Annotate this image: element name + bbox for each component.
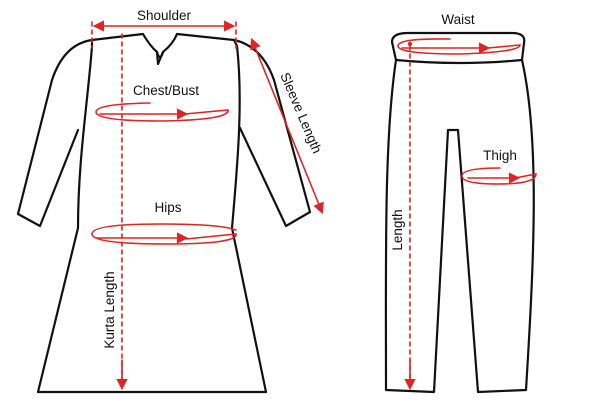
thigh-loop [461, 167, 537, 185]
shoulder-label: Shoulder [137, 8, 192, 23]
length-label: Length [390, 209, 405, 250]
hips-loop [91, 223, 237, 245]
chest-loop [95, 102, 229, 122]
kurta-length-label: Kurta Length [102, 271, 117, 348]
thigh-label: Thigh [483, 148, 517, 163]
waist-loop [397, 38, 521, 55]
pants-outline [384, 31, 535, 394]
kurta-measurements [91, 20, 324, 391]
sleeve-length-label: Sleeve Length [277, 70, 325, 155]
pants-measurements [397, 38, 537, 391]
hips-label: Hips [154, 200, 181, 215]
sleeve-length-arrow [250, 37, 324, 215]
chest-bust-label: Chest/Bust [133, 83, 199, 98]
waist-label: Waist [441, 12, 474, 27]
